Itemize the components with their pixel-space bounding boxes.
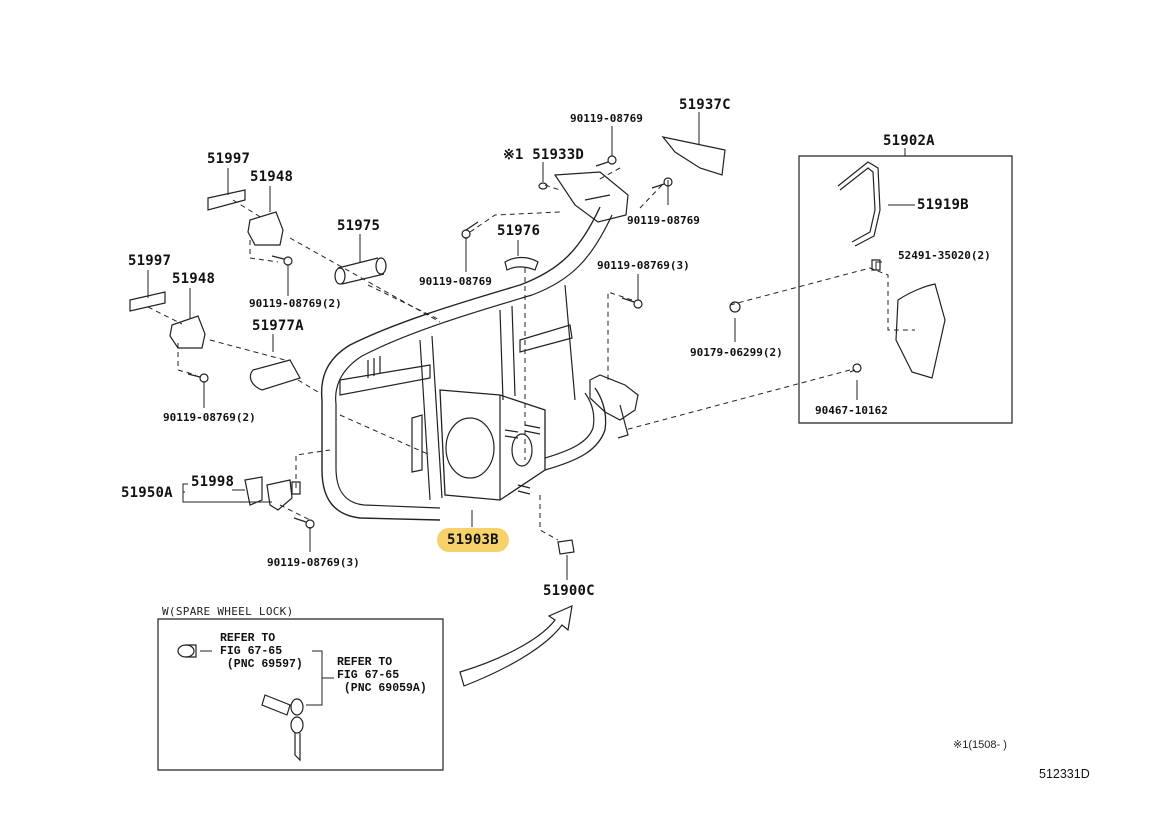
callout-51976[interactable]: 51976 <box>497 223 541 239</box>
footnote-production-date: ※1(1508- ) <box>953 739 1007 751</box>
callout-90119-08769-top[interactable]: 90119-08769 <box>570 112 643 125</box>
inset-leaders <box>200 651 334 705</box>
callout-51937c[interactable]: 51937C <box>679 97 731 113</box>
callout-51903b-highlighted[interactable]: 51903B <box>437 528 509 552</box>
callout-51902a[interactable]: 51902A <box>883 133 935 149</box>
callout-90119-08769-right[interactable]: 90119-08769(3) <box>597 259 690 272</box>
lock-cylinder-icon <box>178 645 196 657</box>
refer-to-pnc-69059a[interactable]: REFER TO FIG 67-65 (PNC 69059A) <box>337 656 427 695</box>
callout-51948-upper[interactable]: 51948 <box>250 169 294 185</box>
small-parts <box>130 137 945 554</box>
callout-51997-upper[interactable]: 51997 <box>207 151 251 167</box>
key-and-lock-icon <box>262 695 303 760</box>
callout-51900c[interactable]: 51900C <box>543 583 595 599</box>
spare-tire-carrier-frame[interactable] <box>322 172 638 520</box>
callout-52491-35020[interactable]: 52491-35020(2) <box>898 249 991 262</box>
callout-90119-08769-upper-left[interactable]: 90119-08769(2) <box>249 297 342 310</box>
callout-90467-10162[interactable]: 90467-10162 <box>815 404 888 417</box>
callout-51975[interactable]: 51975 <box>337 218 381 234</box>
figure-id: 512331D <box>1039 767 1090 781</box>
callout-90119-08769-lower-left[interactable]: 90119-08769(2) <box>163 411 256 424</box>
refer-to-pnc-69597[interactable]: REFER TO FIG 67-65 (PNC 69597) <box>220 632 303 671</box>
callout-90119-08769-hinge[interactable]: 90119-08769 <box>627 214 700 227</box>
callout-51933d[interactable]: ※1 51933D <box>503 147 584 163</box>
callout-51948-lower[interactable]: 51948 <box>172 271 216 287</box>
leader-lines <box>148 112 915 580</box>
callout-51919b[interactable]: 51919B <box>917 197 969 213</box>
inset-box-spare-wheel-lock <box>158 619 443 770</box>
callout-51998[interactable]: 51998 <box>191 474 235 490</box>
callout-51997-lower[interactable]: 51997 <box>128 253 172 269</box>
direction-arrow <box>460 606 572 686</box>
callout-90179-06299[interactable]: 90179-06299(2) <box>690 346 783 359</box>
callout-90119-08769-center[interactable]: 90119-08769 <box>419 275 492 288</box>
callout-51950a[interactable]: 51950A <box>121 485 173 501</box>
callout-90119-08769-bottom[interactable]: 90119-08769(3) <box>267 556 360 569</box>
inset-title: W(SPARE WHEEL LOCK) <box>162 605 294 618</box>
callout-51977a[interactable]: 51977A <box>252 318 304 334</box>
kit-box-51902a <box>799 156 1012 423</box>
